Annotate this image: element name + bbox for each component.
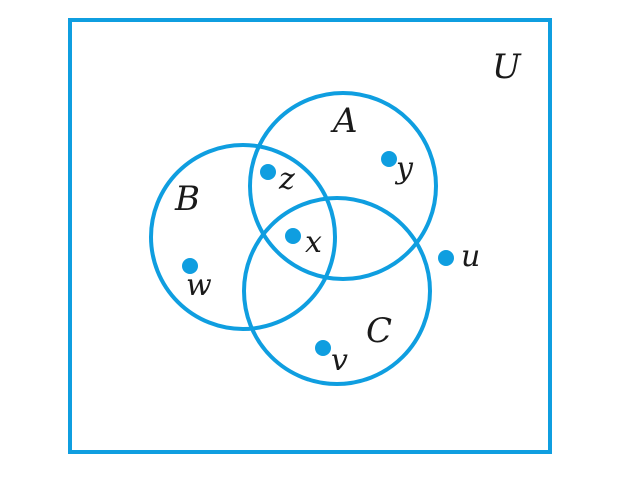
point-u-dot <box>438 250 454 266</box>
universe-label: U <box>492 47 522 87</box>
point-u-label: u <box>461 239 480 274</box>
point-v-dot <box>315 340 331 356</box>
universe-box <box>68 18 552 454</box>
set-c-circle <box>242 196 432 386</box>
set-b-circle <box>149 143 337 331</box>
set-c-label: C <box>366 311 392 351</box>
set-a-circle <box>248 91 438 281</box>
set-a-label: A <box>330 101 358 141</box>
point-v-label: v <box>331 343 348 378</box>
point-x-dot <box>285 228 301 244</box>
point-z-label: z <box>278 162 295 197</box>
point-w-label: w <box>186 268 212 303</box>
set-b-label: B <box>174 179 200 219</box>
point-x-label: x <box>305 225 322 260</box>
point-w-dot <box>182 258 198 274</box>
point-y-dot <box>381 151 397 167</box>
point-z-dot <box>260 164 276 180</box>
point-y-label: y <box>394 151 414 186</box>
